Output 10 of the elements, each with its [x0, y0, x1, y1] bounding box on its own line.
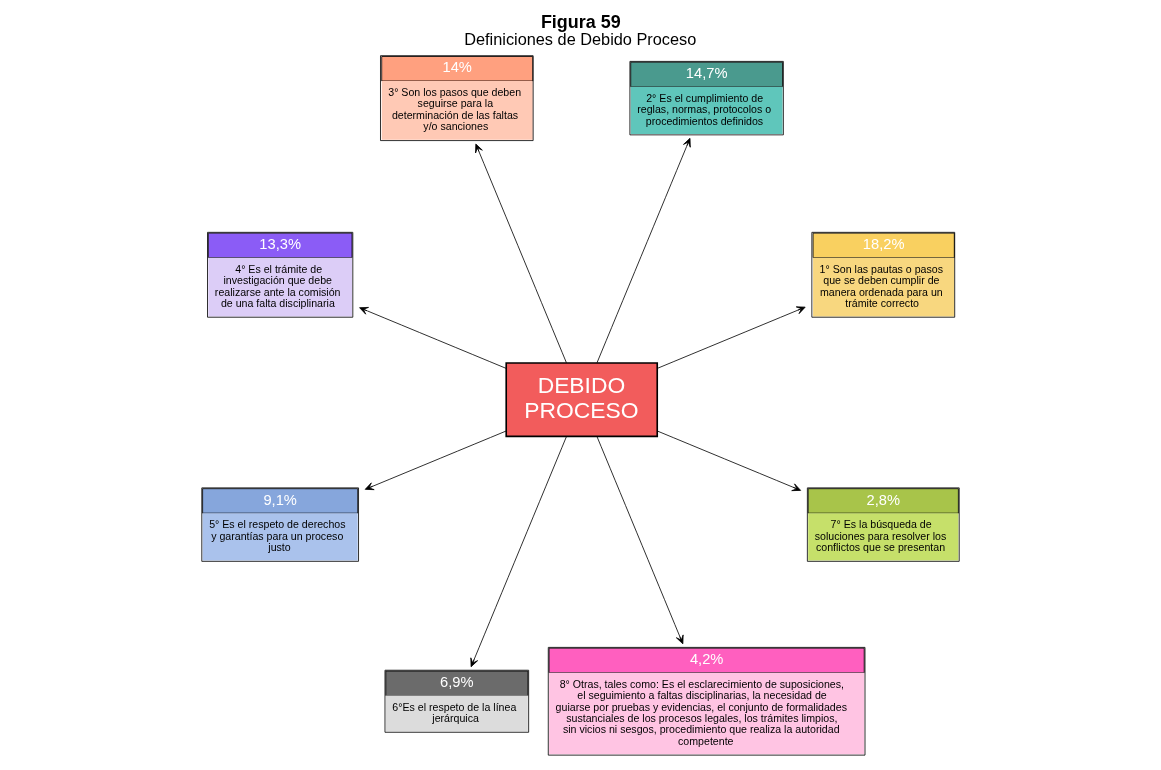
arrow — [475, 143, 567, 364]
arrow — [364, 430, 507, 491]
arrow — [657, 306, 806, 369]
arrow — [657, 430, 802, 492]
arrow — [359, 307, 507, 369]
arrow — [596, 436, 684, 645]
node-box: DEBIDO PROCESO — [505, 362, 659, 438]
arrow — [596, 137, 691, 364]
diagram-title: Figura 59 — [540, 12, 621, 33]
arrow — [470, 436, 567, 668]
